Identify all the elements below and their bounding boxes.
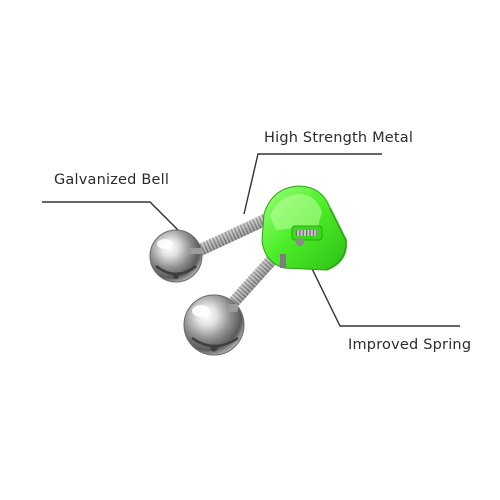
bell-leader-line xyxy=(42,201,185,237)
upper-bell xyxy=(149,229,203,283)
high-strength-metal-label: High Strength Metal xyxy=(264,130,414,146)
lower-bell xyxy=(183,294,245,356)
green-clip xyxy=(261,185,348,271)
metal-leader-line xyxy=(243,153,382,215)
improved-spring-label: Improved Spring xyxy=(348,337,472,353)
galvanized-bell-label: Galvanized Bell xyxy=(54,172,170,188)
upper-spring-arm xyxy=(195,213,272,256)
